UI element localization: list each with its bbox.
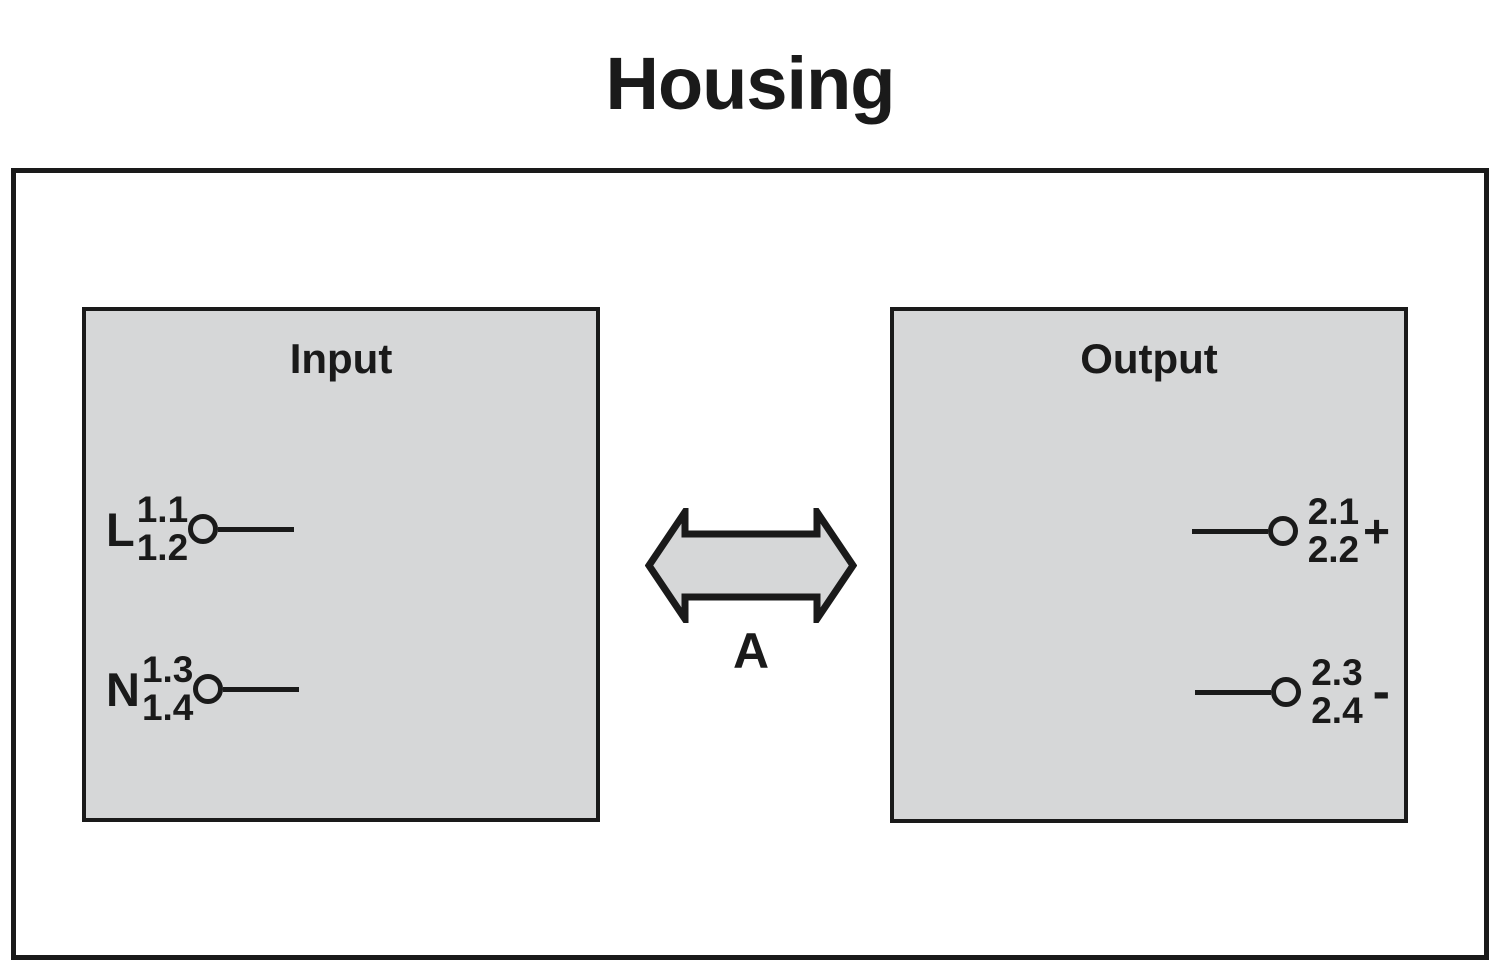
pin-number: 1.4 [141,687,194,728]
terminal-connector-positive [1191,516,1298,546]
polarity-sign-negative: - [1372,663,1390,721]
terminal-connector-L [188,514,295,544]
output-module-title: Output [1080,335,1218,382]
phase-label-L: L [106,502,135,556]
input-module: Input L 1.1 1.2 N 1.3 1.4 [82,307,600,822]
pin-stack-L: 1.1 1.2 [137,491,188,566]
terminal-row-N: N 1.3 1.4 [106,641,300,737]
input-module-title: Input [289,335,393,382]
output-module: Output 2.1 2.2 + 2.3 2.4 - [890,307,1408,823]
pin-stack-N: 1.3 1.4 [142,651,193,726]
terminal-circle-icon [188,514,219,544]
pin-number: 2.1 [1307,491,1360,533]
pin-number: 2.3 [1311,652,1363,694]
terminal-circle-icon [1271,677,1302,707]
terminal-row-L: L 1.1 1.2 [106,481,295,577]
pin-number: 2.4 [1311,690,1363,731]
terminal-circle-icon [193,674,224,704]
pin-stack-positive: 2.1 2.2 [1308,493,1359,568]
terminal-connector-negative [1195,677,1302,707]
arrow-label: A [732,623,770,679]
terminal-row-positive: 2.1 2.2 + [1191,483,1390,579]
pin-number: 1.3 [141,649,194,691]
page-title: Housing [605,42,896,125]
lead-wire [1195,689,1272,695]
terminal-circle-icon [1267,516,1298,546]
lead-wire [218,526,295,532]
polarity-sign-positive: + [1363,505,1390,557]
terminal-connector-N [193,674,300,704]
pin-number: 1.2 [136,527,189,568]
terminal-row-negative: 2.3 2.4 - [1195,644,1390,740]
pin-stack-negative: 2.3 2.4 [1311,654,1362,729]
lead-wire [223,686,300,692]
phase-label-N: N [106,662,140,716]
bidirectional-arrow-icon [645,508,857,623]
lead-wire [1191,528,1268,534]
pin-number: 1.1 [136,489,189,531]
pin-number: 2.2 [1307,529,1360,570]
